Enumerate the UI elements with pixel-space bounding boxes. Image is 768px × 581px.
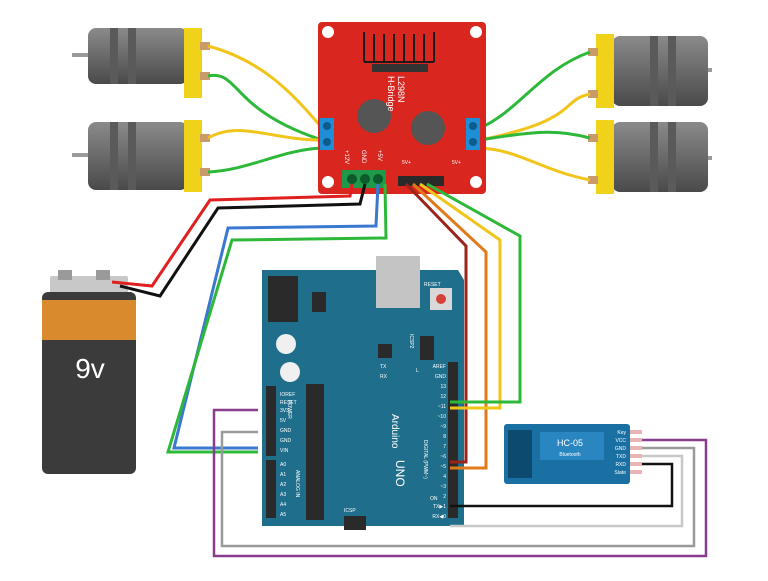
pin-3v3: 3V3	[280, 408, 289, 414]
pin-12: 12	[440, 394, 446, 400]
pin-gnd-d: GND	[435, 374, 447, 380]
atmega-chip	[306, 384, 324, 520]
power-wires	[111, 183, 388, 454]
usb-port	[376, 256, 420, 308]
pin-a1: A1	[280, 472, 286, 478]
pin-7: 7	[443, 444, 446, 450]
pin-gnd-2: GND	[280, 438, 292, 444]
pin-0: RX◀0	[432, 514, 446, 520]
input-header	[398, 176, 444, 186]
driver-title-1: L298N	[396, 76, 406, 103]
bt-pin-txd: TXD	[616, 454, 626, 460]
battery-label: 9v	[75, 353, 105, 384]
bt-pin-key: Key	[617, 430, 626, 436]
pin-11: ~11	[438, 404, 446, 410]
pin-ioref: IOREF	[280, 392, 295, 398]
icsp-label: ICSP	[344, 508, 356, 514]
pin-3: ~3	[440, 484, 446, 490]
label-enb: 5V+	[452, 160, 461, 166]
icsp2-label: ICSP2	[408, 334, 414, 349]
pin-reset: RESET	[280, 400, 297, 406]
heatsink	[363, 32, 435, 63]
on-label: ON	[430, 496, 438, 502]
bt-wires	[212, 408, 708, 558]
power-label: POWER	[286, 400, 292, 419]
pin-a0: A0	[280, 462, 286, 468]
motor-top-right	[588, 34, 712, 108]
arduino-uno: Arduino UNO ICSP2 ICSP RESET TX RX L ON …	[262, 256, 464, 530]
bt-pin-labels: Key VCC GND TXD RXD State	[614, 430, 626, 476]
rx-label: RX	[380, 374, 388, 380]
pin-a5: A5	[280, 512, 286, 518]
arduino-brand: Arduino	[389, 414, 400, 449]
bt-sub: Bluetooth	[559, 452, 580, 458]
digital-header	[448, 362, 458, 518]
pin-5v: 5V	[280, 418, 287, 424]
motor-wires	[207, 44, 591, 182]
icsp-header	[344, 516, 366, 530]
pin-2: 2	[443, 494, 446, 500]
pin-a2: A2	[280, 482, 286, 488]
pin-aref: AREF	[433, 364, 446, 370]
analog-label: ANALOG IN	[294, 470, 300, 498]
bt-pin-state: State	[614, 470, 626, 476]
pin-4: 4	[443, 474, 446, 480]
bt-pin-gnd: GND	[615, 446, 627, 452]
label-gnd: GND	[360, 150, 366, 164]
control-wires	[404, 182, 522, 470]
motor-bottom-left	[72, 120, 210, 192]
icsp2-header	[420, 336, 434, 360]
pin-5: ~5	[440, 464, 446, 470]
pin-10: ~10	[438, 414, 447, 420]
motor-bottom-right	[588, 120, 712, 194]
pin-gnd-1: GND	[280, 428, 292, 434]
pin-6: ~6	[440, 454, 446, 460]
l298n-driver: L298N H-Bridge +12V GND +5V 5V+ 5V+	[318, 22, 486, 194]
pin-a4: A4	[280, 502, 286, 508]
l-label: L	[416, 368, 419, 374]
pin-a3: A3	[280, 492, 286, 498]
pin-vin: VIN	[280, 448, 289, 454]
pin-1: TX▶1	[433, 504, 446, 510]
analog-pin-labels: A0 A1 A2 A3 A4 A5	[280, 462, 286, 518]
pin-13: 13	[440, 384, 446, 390]
bt-chip-area	[540, 432, 604, 460]
label-12v: +12V	[343, 150, 349, 164]
driver-board	[318, 22, 486, 194]
hc05-module: HC-05 Bluetooth Key VCC GND TXD RXD Stat…	[504, 424, 642, 484]
battery-9v: 9v	[42, 270, 136, 474]
motor-top-left	[72, 28, 210, 98]
power-pin-labels: IOREF RESET 3V3 5V GND GND VIN	[280, 392, 297, 454]
arduino-logo: UNO	[393, 460, 407, 487]
pin-9: ~9	[440, 424, 446, 430]
analog-header	[266, 460, 276, 518]
digital-pin-labels: AREF GND 13 12 ~11 ~10 ~9 8 7 ~6 ~5 4 ~3…	[432, 364, 446, 520]
bt-pin-vcc: VCC	[615, 438, 626, 444]
tx-label: TX	[380, 364, 387, 370]
power-jack	[268, 276, 298, 322]
bt-name: HC-05	[557, 438, 583, 448]
digital-label: DIGITAL (PWM~)	[422, 440, 428, 479]
bt-pin-header	[630, 430, 642, 474]
bt-pin-rxd: RXD	[615, 462, 626, 468]
pin-8: 8	[443, 434, 446, 440]
bt-antenna	[508, 430, 532, 478]
label-ena: 5V+	[402, 160, 411, 166]
label-5v: +5V	[376, 150, 382, 161]
battery-band	[42, 300, 136, 340]
driver-title-2: H-Bridge	[386, 76, 396, 112]
reset-label: RESET	[424, 282, 441, 288]
power-header	[266, 386, 276, 456]
